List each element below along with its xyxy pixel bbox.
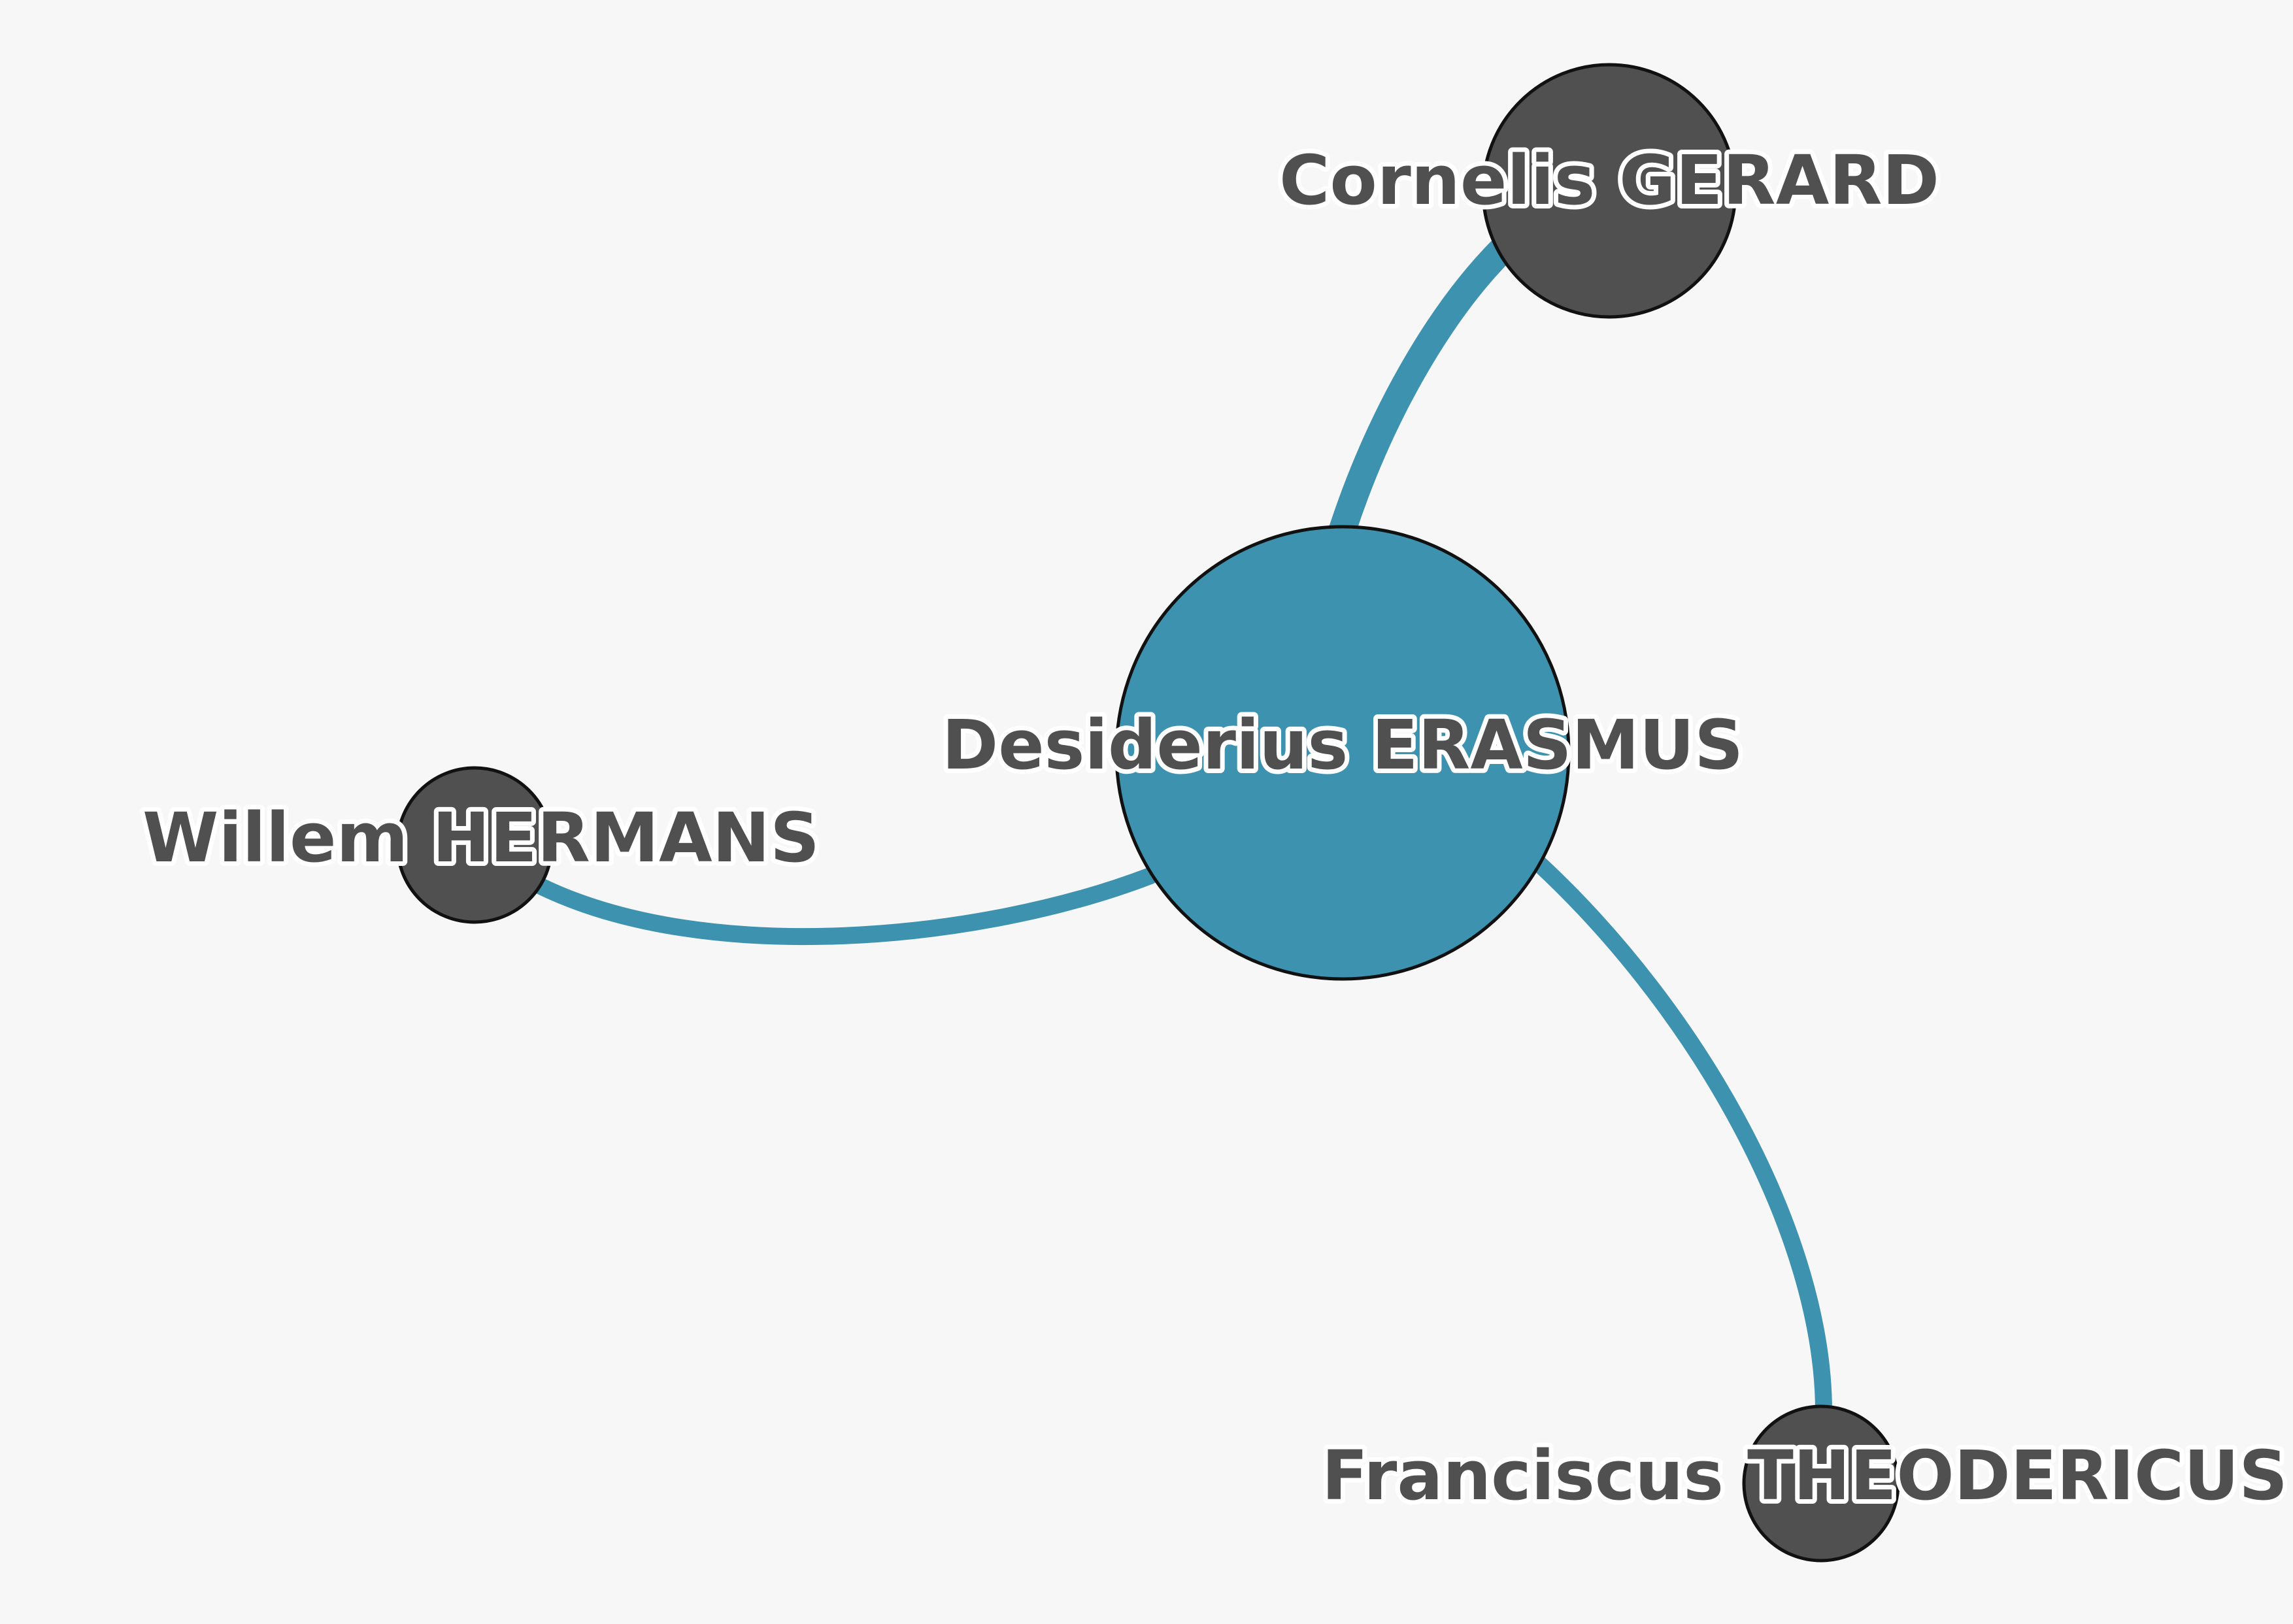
node-franciscus-theodericus[interactable] (1742, 1404, 1900, 1563)
node-cornelis-gerard[interactable] (1481, 63, 1737, 319)
node-layer (395, 63, 1900, 1563)
edge-erasmus-gerard[interactable] (1329, 235, 1517, 543)
node-willem-hermans[interactable] (395, 766, 554, 924)
edge-erasmus-theodericus[interactable] (1531, 855, 1832, 1420)
node-desiderius-erasmus[interactable] (1114, 525, 1571, 981)
label-franciscus-theodericus: Franciscus THEODERICUS (1322, 1436, 2288, 1516)
label-willem-hermans: Willem HERMANS (142, 798, 820, 878)
label-desiderius-erasmus: Desiderius ERASMUS (942, 705, 1743, 785)
label-layer: Cornelis GERARD Willem HERMANS Desideriu… (138, 136, 2292, 1520)
label-cornelis-gerard: Cornelis GERARD (1279, 141, 1939, 220)
edge-erasmus-hermans[interactable] (531, 867, 1159, 946)
edge-layer (531, 235, 1832, 1420)
